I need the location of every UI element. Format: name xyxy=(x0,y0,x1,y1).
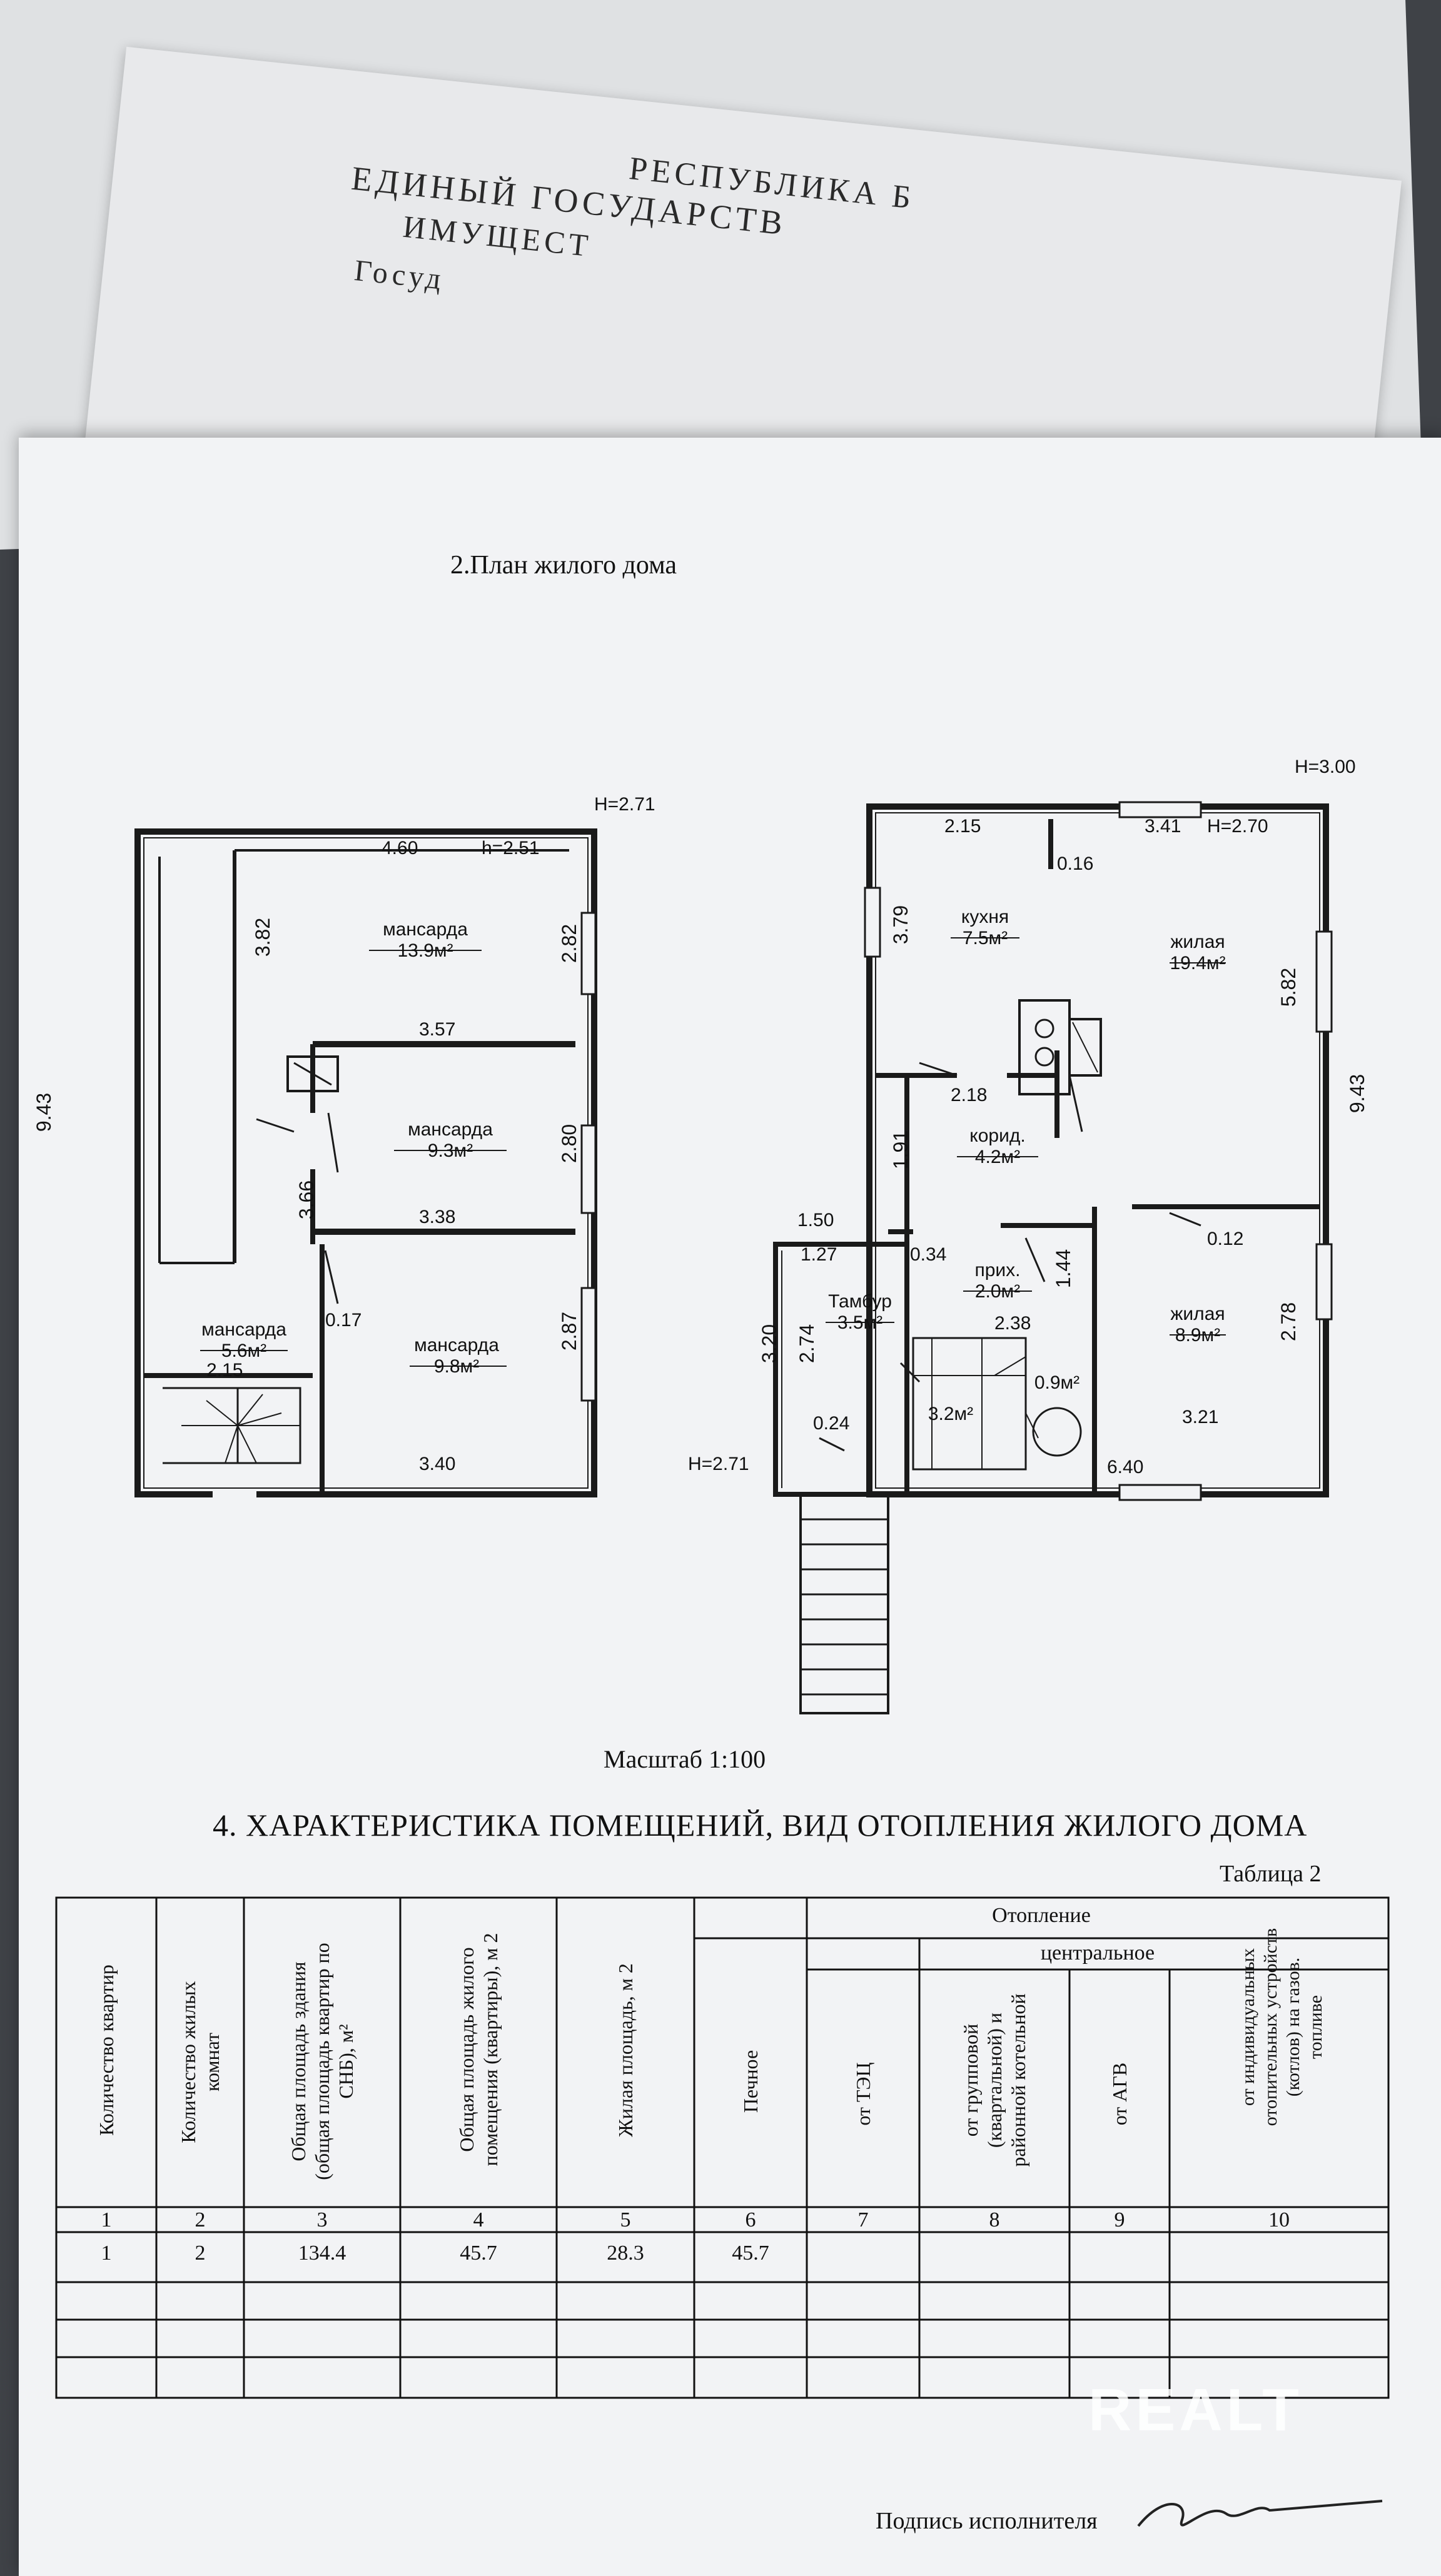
ground-dim-127: 1.27 xyxy=(801,1244,837,1265)
table-caption: Таблица 2 xyxy=(1220,1861,1322,1887)
header-line-4: Госуд xyxy=(353,253,447,296)
table-grid xyxy=(55,1896,1390,2399)
row1-col1: 1 xyxy=(101,2241,112,2265)
attic-dim-stair: 2.15 xyxy=(206,1360,243,1381)
col-number-7: 7 xyxy=(857,2208,869,2231)
ground-room-stair: 3.2м² xyxy=(919,1404,982,1425)
row1-col4: 45.7 xyxy=(460,2241,497,2265)
ground-height-top: H=3.00 xyxy=(1295,757,1356,777)
section-title: 4. ХАРАКТЕРИСТИКА ПОМЕЩЕНИЙ, ВИД ОТОПЛЕН… xyxy=(213,1808,1308,1843)
central-group-header: центральное xyxy=(1040,1941,1155,1965)
ground-dim-238: 2.38 xyxy=(994,1313,1031,1334)
attic-room-2-name: мансарда xyxy=(408,1119,493,1140)
ground-room-hall-area: 2.0м² xyxy=(974,1281,1021,1302)
col-number-6: 6 xyxy=(745,2208,756,2231)
ground-room-living-1-area: 19.4м² xyxy=(1170,953,1226,974)
signature-mark xyxy=(1137,2500,1383,2527)
ground-dim-024: 0.24 xyxy=(813,1413,850,1434)
attic-room-1-area: 13.9м² xyxy=(397,940,453,961)
attic-room-3-name: мансарда xyxy=(414,1335,499,1356)
attic-dim-top: 4.60 xyxy=(382,838,418,858)
ground-dim-top-left: 2.15 xyxy=(944,816,981,837)
ground-dim-640: 6.40 xyxy=(1107,1457,1144,1477)
row1-col6: 45.7 xyxy=(732,2241,769,2265)
attic-room-1-name: мансарда xyxy=(383,919,468,940)
col-number-2: 2 xyxy=(195,2208,206,2231)
ground-dim-218: 2.18 xyxy=(951,1085,988,1105)
row1-col2: 2 xyxy=(195,2241,206,2265)
attic-dim-mid1: 3.57 xyxy=(419,1019,456,1040)
ground-room-hall: прих.2.0м² xyxy=(944,1260,1051,1302)
realt-watermark: REALT xyxy=(1088,2377,1303,2443)
ground-room-bath: 0.9м² xyxy=(1026,1372,1088,1394)
ground-room-living-1-name: жилая xyxy=(1170,932,1225,952)
plan-scale: Масштаб 1:100 xyxy=(604,1745,766,1773)
ground-room-kitchen-name: кухня xyxy=(961,907,1009,927)
col-number-8: 8 xyxy=(989,2208,1000,2231)
col-number-1: 1 xyxy=(101,2208,112,2231)
ground-dim-016: 0.16 xyxy=(1057,853,1094,874)
attic-dim-small: 0.17 xyxy=(325,1310,362,1331)
ground-room-corridor-area: 4.2м² xyxy=(974,1147,1021,1167)
heating-group-header: Отопление xyxy=(992,1904,1091,1927)
col-number-10: 10 xyxy=(1268,2208,1290,2231)
attic-height: H=2.71 xyxy=(594,794,655,815)
ground-room-stair-area: 3.2м² xyxy=(928,1404,974,1424)
attic-dim-mid2: 3.38 xyxy=(419,1207,456,1227)
ground-room-hall-name: прих. xyxy=(974,1260,1021,1280)
attic-dim-h-inner: h=2.51 xyxy=(482,838,540,858)
document-sheet: 2.План жилого дома xyxy=(19,438,1441,2576)
ground-dim-150: 1.50 xyxy=(797,1210,834,1230)
ground-room-corridor: корид.4.2м² xyxy=(944,1125,1051,1168)
ground-height-inner: H=2.70 xyxy=(1207,816,1268,837)
row1-col5: 28.3 xyxy=(607,2241,644,2265)
attic-room-2-area: 9.3м² xyxy=(427,1140,473,1161)
ground-room-bath-area: 0.9м² xyxy=(1034,1372,1080,1393)
ground-room-vestibule-name: Тамбур xyxy=(828,1291,892,1312)
ground-dim-321: 3.21 xyxy=(1182,1407,1219,1427)
attic-room-4-area: 5.6м² xyxy=(221,1341,267,1361)
ground-dim-top-right: 3.41 xyxy=(1145,816,1181,837)
ground-dim-012: 0.12 xyxy=(1207,1229,1244,1249)
attic-room-4-name: мансарда xyxy=(201,1319,286,1340)
ground-room-kitchen-area: 7.5м² xyxy=(962,928,1008,948)
ground-room-corridor-name: корид. xyxy=(969,1125,1026,1146)
floor-plan-drawing xyxy=(134,801,1333,1714)
ground-height-porch: H=2.71 xyxy=(688,1454,749,1474)
col-number-4: 4 xyxy=(473,2208,484,2231)
row1-col3: 134.4 xyxy=(298,2241,346,2265)
attic-room-3-area: 9.8м² xyxy=(433,1356,480,1377)
col-number-9: 9 xyxy=(1114,2208,1125,2231)
ground-room-living-2-area: 8.9м² xyxy=(1175,1325,1221,1346)
attic-dim-bottom: 3.40 xyxy=(419,1454,456,1474)
col-number-5: 5 xyxy=(620,2208,631,2231)
plan-title: 2.План жилого дома xyxy=(450,551,677,580)
ground-dim-034: 0.34 xyxy=(910,1244,947,1265)
signature-label: Подпись исполнителя xyxy=(876,2508,1098,2534)
col-number-3: 3 xyxy=(316,2208,328,2231)
ground-room-vestibule-area: 3.5м² xyxy=(837,1312,883,1333)
ground-room-living-2-name: жилая xyxy=(1170,1304,1225,1324)
